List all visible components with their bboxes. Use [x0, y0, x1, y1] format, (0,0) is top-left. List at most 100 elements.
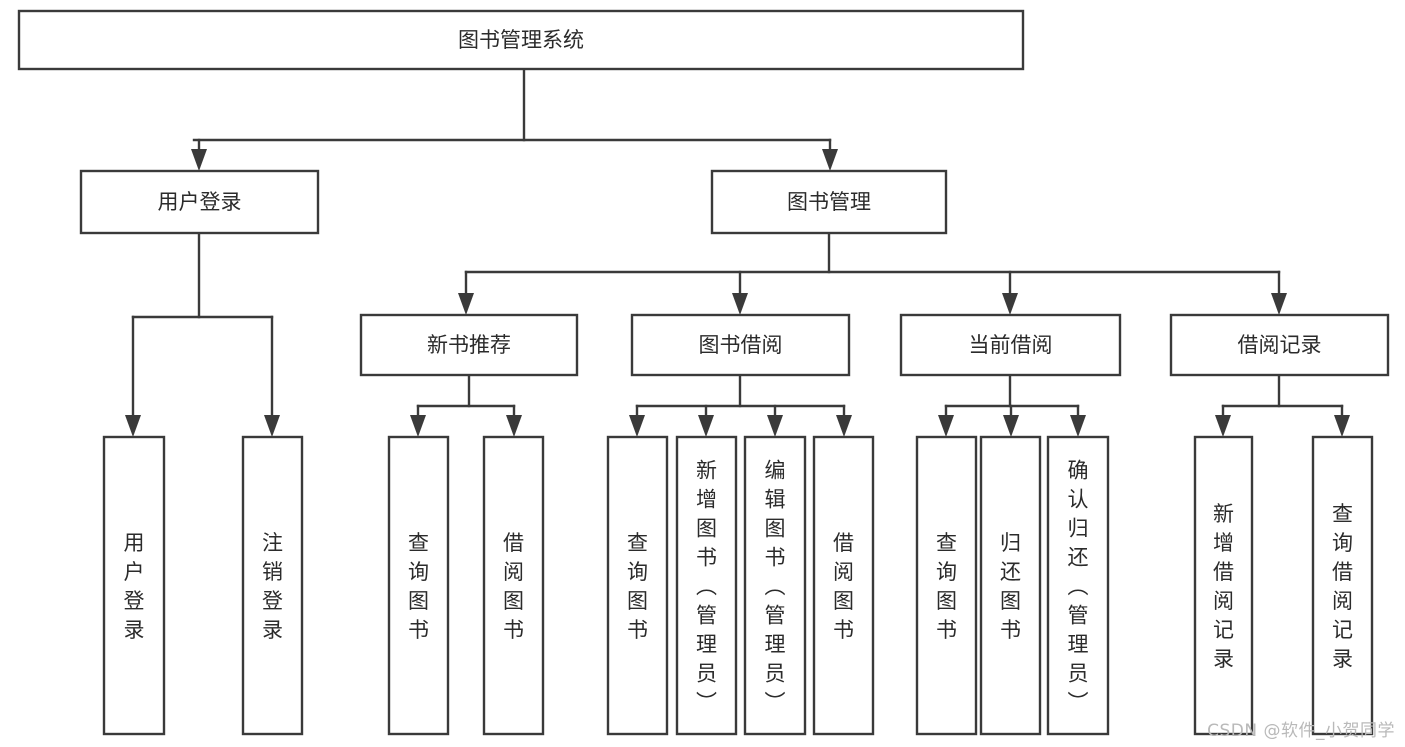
node-box-leaf-add-record[interactable] [1193, 435, 1254, 736]
node-leaf-confirm-return[interactable]: 确认归还︵管理员︶ [1046, 435, 1110, 736]
node-box-leaf-query-record[interactable] [1311, 435, 1374, 736]
arrow-leaf-query-2-head [629, 415, 645, 437]
arrow-leaf-logout [264, 315, 280, 437]
node-box-leaf-logout[interactable] [241, 435, 304, 736]
node-leaf-query-book-2[interactable]: 查询图书 [606, 435, 669, 736]
node-label-borrow-record: 借阅记录 [1238, 333, 1322, 357]
node-leaf-query-book-1[interactable]: 查询图书 [387, 435, 450, 736]
arrow-book-manage-head [822, 149, 838, 171]
node-label-leaf-user-login: 用户登录 [124, 531, 145, 642]
arrow-book-manage [822, 138, 838, 171]
bus-new-book [416, 373, 516, 408]
node-box-leaf-borrow-book-2[interactable] [812, 435, 875, 736]
arrow-leaf-query-record [1334, 404, 1350, 437]
arrow-leaf-query-1-head [410, 415, 426, 437]
arrow-leaf-edit-book [767, 404, 783, 437]
arrow-current-borrow [1002, 270, 1018, 315]
node-layer: 图书管理系统用户登录图书管理新书推荐图书借阅当前借阅借阅记录用户登录注销登录查询… [17, 9, 1390, 736]
arrow-leaf-query-3 [938, 404, 954, 437]
node-leaf-borrow-book-1[interactable]: 借阅图书 [482, 435, 545, 736]
node-book-manage[interactable]: 图书管理 [710, 169, 948, 235]
node-current-borrow[interactable]: 当前借阅 [899, 313, 1122, 377]
node-new-book-recommend[interactable]: 新书推荐 [359, 313, 579, 377]
node-label-current-borrow: 当前借阅 [969, 333, 1053, 357]
arrow-leaf-borrow-1-head [506, 415, 522, 437]
node-label-user-login: 用户登录 [158, 190, 242, 214]
arrow-leaf-return-head [1003, 415, 1019, 437]
node-user-login[interactable]: 用户登录 [79, 169, 320, 235]
arrow-leaf-query-1 [410, 404, 426, 437]
arrow-leaf-query-3-head [938, 415, 954, 437]
node-leaf-query-record[interactable]: 查询借阅记录 [1311, 435, 1374, 736]
node-label-leaf-borrow-book-2: 借阅图书 [833, 531, 854, 642]
node-box-leaf-confirm-return[interactable] [1046, 435, 1110, 736]
arrow-leaf-add-book [698, 404, 714, 437]
node-box-leaf-user-login[interactable] [102, 435, 166, 736]
node-box-leaf-add-book[interactable] [675, 435, 738, 736]
node-label-book-borrow: 图书借阅 [699, 333, 783, 357]
node-box-leaf-edit-book[interactable] [743, 435, 807, 736]
bus-current-borrow [944, 373, 1080, 408]
arrow-user-login [191, 138, 207, 171]
node-leaf-logout[interactable]: 注销登录 [241, 435, 304, 736]
arrow-borrow-record [1271, 270, 1287, 315]
arrow-leaf-borrow-2 [836, 404, 852, 437]
node-label-leaf-query-book-3: 查询图书 [936, 531, 957, 642]
node-book-borrow[interactable]: 图书借阅 [630, 313, 851, 377]
node-leaf-user-login[interactable]: 用户登录 [102, 435, 166, 736]
watermark-text: CSDN @软件_小贺同学 [1207, 721, 1395, 741]
node-label-leaf-borrow-book-1: 借阅图书 [503, 531, 524, 642]
arrow-leaf-borrow-1 [506, 404, 522, 437]
node-box-user-login[interactable] [79, 169, 320, 235]
node-box-borrow-record[interactable] [1169, 313, 1390, 377]
arrow-leaf-user-login [125, 315, 141, 437]
arrow-leaf-borrow-2-head [836, 415, 852, 437]
node-label-root: 图书管理系统 [458, 28, 584, 52]
node-leaf-add-record[interactable]: 新增借阅记录 [1193, 435, 1254, 736]
node-label-leaf-query-book-2: 查询图书 [627, 531, 648, 642]
node-label-leaf-add-record: 新增借阅记录 [1213, 502, 1234, 671]
node-box-root[interactable] [17, 9, 1025, 71]
arrow-leaf-return [1003, 404, 1019, 437]
node-label-leaf-query-book-1: 查询图书 [408, 531, 429, 642]
node-leaf-edit-book[interactable]: 编辑图书︵管理员︶ [743, 435, 807, 736]
arrow-leaf-add-record-head [1215, 415, 1231, 437]
node-label-book-manage: 图书管理 [787, 190, 871, 214]
node-label-leaf-query-record: 查询借阅记录 [1332, 502, 1353, 671]
arrow-leaf-add-record [1215, 404, 1231, 437]
arrow-leaf-edit-book-head [767, 415, 783, 437]
node-leaf-add-book[interactable]: 新增图书︵管理员︶ [675, 435, 738, 736]
node-label-leaf-confirm-return: 确认归还︵管理员︶ [1068, 459, 1089, 715]
node-box-leaf-borrow-book-1[interactable] [482, 435, 545, 736]
node-box-current-borrow[interactable] [899, 313, 1122, 377]
node-box-leaf-query-book-2[interactable] [606, 435, 669, 736]
node-box-leaf-query-book-3[interactable] [915, 435, 978, 736]
node-box-leaf-query-book-1[interactable] [387, 435, 450, 736]
node-label-new-book-recommend: 新书推荐 [427, 333, 511, 357]
arrow-book-borrow-head [732, 293, 748, 315]
node-box-leaf-return-book[interactable] [979, 435, 1042, 736]
bus-borrow-record [1221, 373, 1344, 408]
node-label-leaf-edit-book: 编辑图书︵管理员︶ [765, 459, 786, 715]
node-leaf-query-book-3[interactable]: 查询图书 [915, 435, 978, 736]
bus-book-borrow [635, 373, 846, 408]
arrow-new-book [458, 270, 474, 315]
connector-layer [125, 67, 1350, 437]
bus-book-manage [464, 231, 1281, 274]
arrow-leaf-user-login-head [125, 415, 141, 437]
node-leaf-return-book[interactable]: 归还图书 [979, 435, 1042, 736]
node-box-book-borrow[interactable] [630, 313, 851, 377]
node-leaf-borrow-book-2[interactable]: 借阅图书 [812, 435, 875, 736]
node-label-leaf-logout: 注销登录 [262, 531, 283, 642]
arrow-leaf-query-record-head [1334, 415, 1350, 437]
node-box-book-manage[interactable] [710, 169, 948, 235]
arrow-leaf-confirm-head [1070, 415, 1086, 437]
bus-user-login [131, 231, 274, 319]
arrow-leaf-add-book-head [698, 415, 714, 437]
arrow-leaf-query-2 [629, 404, 645, 437]
node-root[interactable]: 图书管理系统 [17, 9, 1025, 71]
node-box-new-book-recommend[interactable] [359, 313, 579, 377]
node-borrow-record[interactable]: 借阅记录 [1169, 313, 1390, 377]
